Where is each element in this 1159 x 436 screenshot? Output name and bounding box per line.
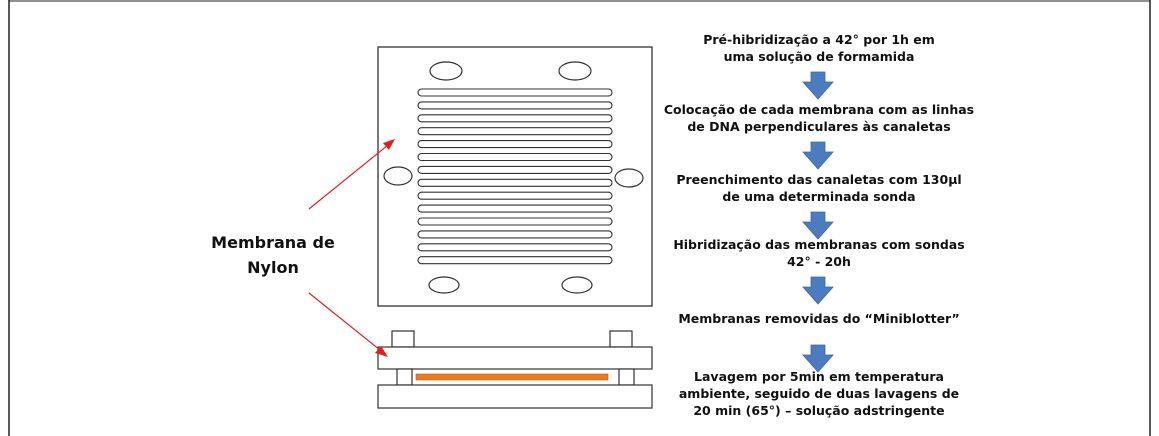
miniblotter-plate xyxy=(377,46,653,307)
pointer-arrows xyxy=(308,139,395,357)
lower-plate xyxy=(377,384,653,409)
pointer-arrow-top xyxy=(308,140,394,210)
pointer-arrowhead-top xyxy=(383,139,395,150)
channel-slot xyxy=(417,140,613,149)
step-line: de uma determinada sonda xyxy=(722,189,916,204)
channel-slot xyxy=(417,204,613,213)
pointer-arrowhead-bottom xyxy=(375,346,388,357)
down-arrow-icon xyxy=(802,71,834,100)
channel-slot xyxy=(417,165,613,174)
step-line: Pré-hibridização a 42° por 1h em xyxy=(703,32,935,47)
step-membrane-placement: Colocação de cada membrana com as linhas… xyxy=(639,101,999,135)
channel-slot xyxy=(417,152,613,162)
down-arrow-icon xyxy=(802,344,834,373)
step-line: 20 min (65°) – solução adstringente xyxy=(693,403,945,418)
channel-slot xyxy=(417,88,613,97)
step-line: Colocação de cada membrana com as linhas xyxy=(663,102,975,117)
step-line: Lavagem por 5min em temperatura xyxy=(694,369,944,384)
down-arrow-icon xyxy=(802,211,834,240)
channel-slot xyxy=(417,243,613,252)
miniblotter-top-view xyxy=(377,46,653,307)
step-channel-filling: Preenchimento das canaletas com 130µl de… xyxy=(639,171,999,205)
corner-hole-bottom-right xyxy=(561,276,593,294)
channel-slot xyxy=(417,178,613,187)
step-hybridization: Hibridização das membranas com sondas 42… xyxy=(639,236,999,270)
channel-slot xyxy=(417,256,613,265)
membrane-label: Membrana de Nylon xyxy=(188,230,358,280)
step-washing: Lavagem por 5min em temperatura ambiente… xyxy=(639,368,999,419)
step-line: Hibridização das membranas com sondas xyxy=(673,237,965,252)
down-arrow-icon xyxy=(802,141,834,170)
flow-arrows xyxy=(802,71,834,373)
pointer-arrow-bottom xyxy=(308,292,386,355)
miniblotter-side-view xyxy=(377,330,653,409)
side-hole-left xyxy=(383,166,413,186)
corner-hole-bottom-left xyxy=(428,276,460,294)
clamp-top-right xyxy=(609,330,633,348)
upper-plate xyxy=(377,346,653,370)
membrane-label-line1: Membrana de xyxy=(211,233,335,252)
corner-hole-top-left xyxy=(429,61,463,81)
channel-slot xyxy=(417,114,613,123)
step-line: de DNA perpendiculares às canaletas xyxy=(687,119,951,134)
step-line: Membranas removidas do “Miniblotter” xyxy=(678,311,960,326)
channel-slot xyxy=(417,127,613,136)
nylon-membrane-strip xyxy=(415,373,609,381)
channel-slot xyxy=(417,217,613,226)
channel-slot xyxy=(417,230,613,239)
step-prehybridization: Pré-hibridização a 42° por 1h em uma sol… xyxy=(639,31,999,65)
side-hole-right xyxy=(614,168,644,188)
channel-slot xyxy=(417,101,613,110)
membrane-label-line2: Nylon xyxy=(247,258,299,277)
channel-slot xyxy=(417,191,613,200)
step-line: Preenchimento das canaletas com 130µl xyxy=(676,172,962,187)
step-line: uma solução de formamida xyxy=(723,49,915,64)
clamp-top-left xyxy=(391,330,415,348)
step-removal: Membranas removidas do “Miniblotter” xyxy=(639,310,999,327)
step-line: 42° - 20h xyxy=(787,254,851,269)
down-arrow-icon xyxy=(802,276,834,305)
spacer-right xyxy=(618,368,635,386)
channel-group xyxy=(417,88,613,265)
corner-hole-top-right xyxy=(558,61,592,81)
spacer-left xyxy=(396,368,413,386)
step-line: ambiente, seguido de duas lavagens de xyxy=(678,386,960,401)
